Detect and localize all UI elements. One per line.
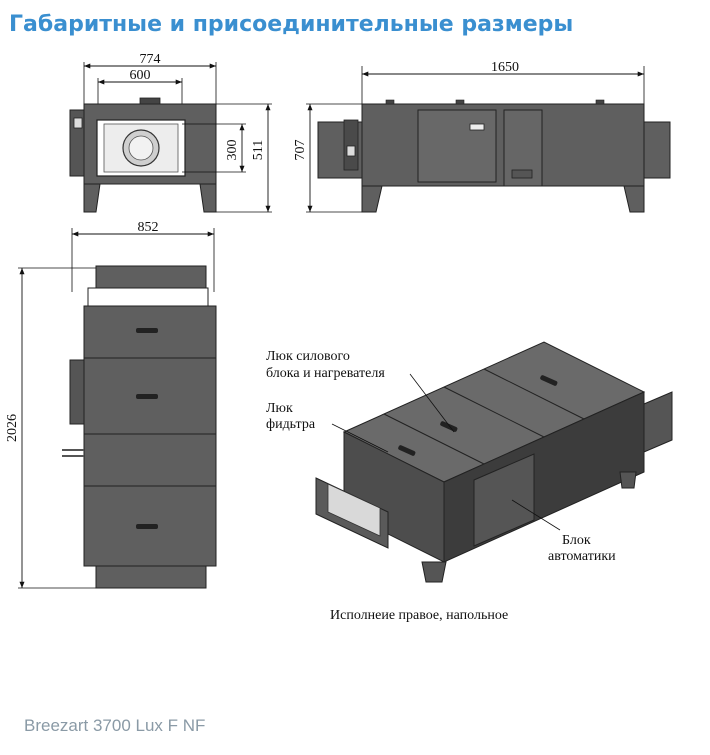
vertical-section-3 (83, 433, 217, 487)
side-leg-left (361, 185, 383, 213)
iso-caption: Исполнеие правое, напольное (330, 608, 508, 623)
dim-300: 300 (225, 140, 240, 161)
iso-automation-block (473, 453, 535, 547)
leader-automation (511, 499, 561, 531)
dim-2026: 2026 (5, 414, 20, 442)
label-power-hatch-2: блока и нагревателя (266, 366, 385, 381)
label-filter-hatch-2: фидьтра (266, 417, 316, 432)
page-title: Габаритные и присоединительные размеры (9, 12, 574, 37)
dim-774: 774 (140, 52, 161, 67)
side-duct-right (643, 121, 671, 179)
leader-filter-hatch (331, 423, 389, 453)
front-leg-right (199, 183, 217, 213)
model-name: Breezart 3700 Lux F NF (24, 716, 206, 735)
dim-852: 852 (138, 220, 159, 235)
side-body (361, 103, 645, 187)
front-handle (139, 97, 161, 105)
dim-707: 707 (293, 140, 308, 161)
iso-view: Люк силового блока и нагревателя Люк фид… (266, 341, 673, 623)
leader-power-hatch (409, 373, 455, 433)
side-view: 1650 707 (293, 60, 671, 213)
label-power-hatch-1: Люк силового (266, 349, 350, 364)
label-filter-hatch-1: Люк (266, 401, 293, 416)
side-leg-right (623, 185, 645, 213)
dim-1650: 1650 (491, 60, 519, 75)
side-hatch-panel (417, 109, 497, 183)
dim-600: 600 (130, 68, 151, 83)
front-view: 774 600 300 511 (69, 52, 272, 213)
vertical-view: 852 2026 (5, 220, 217, 589)
label-automation-2: автоматики (548, 549, 616, 564)
dim-511: 511 (251, 140, 266, 160)
front-leg-left (83, 183, 101, 213)
label-automation-1: Блок (562, 533, 591, 548)
